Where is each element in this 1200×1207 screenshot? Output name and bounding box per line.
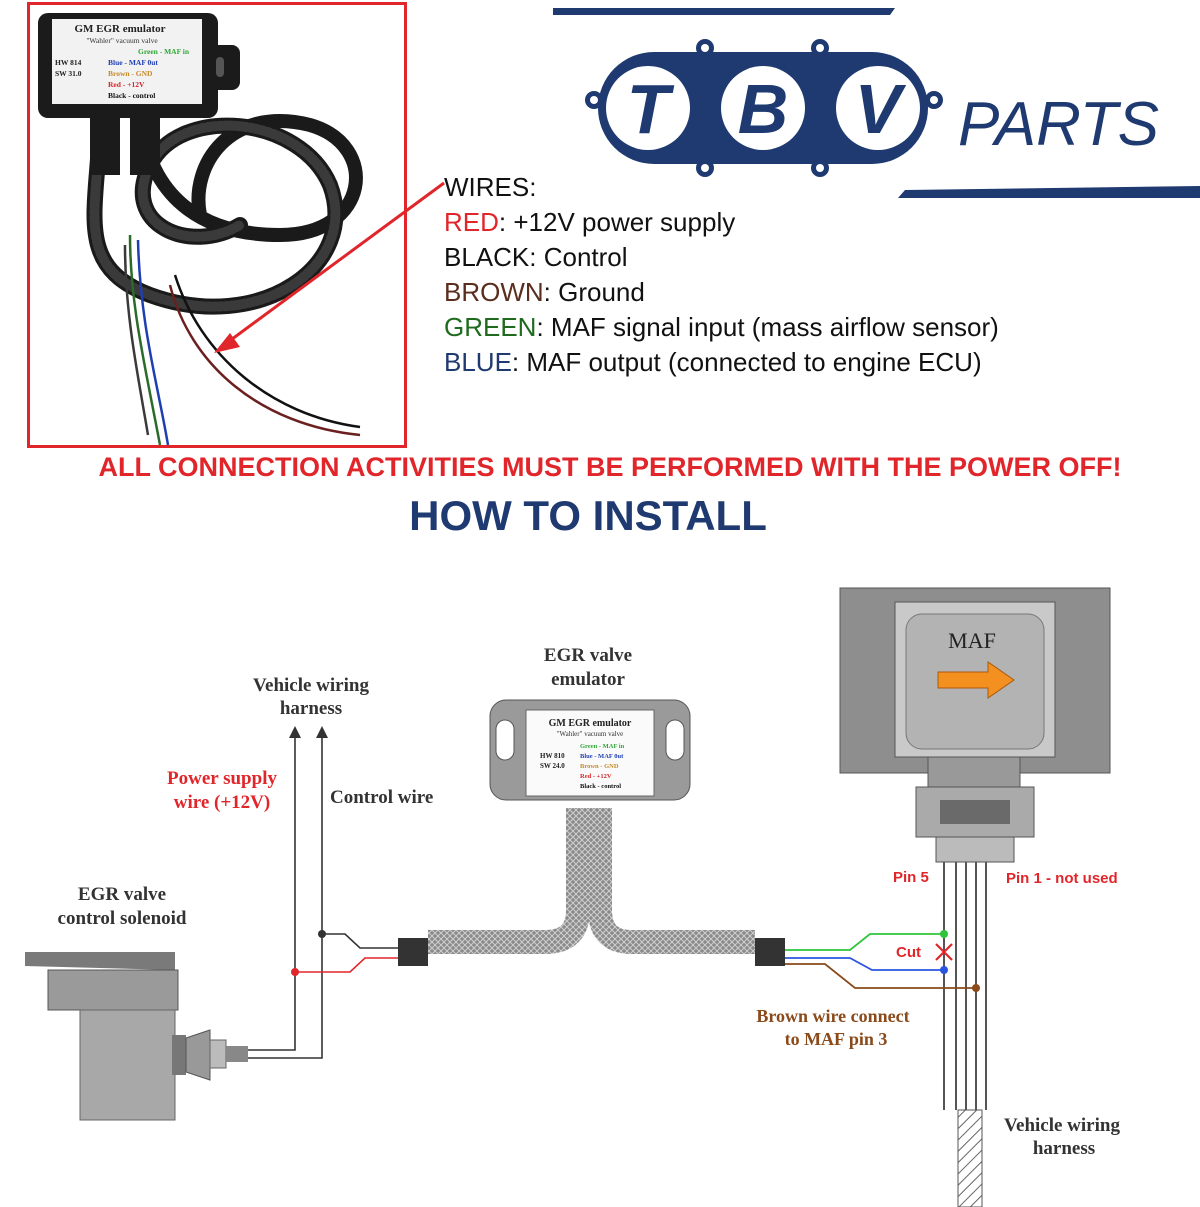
wire-red-name: RED bbox=[444, 207, 499, 237]
photo-sw: SW 31.0 bbox=[55, 69, 82, 78]
installation-diagram: GM EGR emulator "Wahler" vacuum valve HW… bbox=[25, 587, 1120, 1207]
solenoid-label-1: EGR valve bbox=[78, 884, 166, 905]
wire-black: BLACK: Control bbox=[444, 240, 1184, 275]
photo-pin-green: Green - MAF in bbox=[138, 47, 190, 56]
diagram-pin-black: Black - control bbox=[580, 783, 621, 790]
diagram-pin-green: Green - MAF in bbox=[580, 743, 625, 750]
vehicle-harness-bottom-2: harness bbox=[1033, 1138, 1095, 1159]
how-to-install-title: HOW TO INSTALL bbox=[409, 492, 767, 539]
wire-blue-desc: : MAF output (connected to engine ECU) bbox=[511, 347, 982, 377]
diagram-hw: HW 810 bbox=[540, 752, 565, 760]
wire-black-name: BLACK bbox=[444, 242, 530, 272]
wires-heading: WIRES: bbox=[444, 172, 537, 202]
wire-red-desc: : +12V power supply bbox=[498, 207, 736, 237]
egr-emulator-module: GM EGR emulator "Wahler" vacuum valve HW… bbox=[489, 699, 691, 801]
diagram-pin-brown: Brown - GND bbox=[580, 763, 619, 770]
logo-letter-b: B bbox=[738, 70, 789, 148]
wire-red: RED: +12V power supply bbox=[444, 205, 1184, 240]
emulator-label-1: EGR valve bbox=[544, 645, 632, 666]
maf-sensor: MAF bbox=[839, 587, 1111, 863]
photo-module-subtitle: "Wahler" vacuum valve bbox=[86, 36, 158, 45]
diagram-pin-red: Red - +12V bbox=[580, 773, 612, 780]
emulator-label-2: emulator bbox=[551, 669, 625, 690]
logo-word: PARTS bbox=[958, 90, 1159, 159]
diagram-module-title: GM EGR emulator bbox=[549, 718, 632, 729]
photo-pin-black: Black - control bbox=[108, 91, 155, 100]
wire-green-desc: : MAF signal input (mass airflow sensor) bbox=[536, 312, 999, 342]
wire-green: GREEN: MAF signal input (mass airflow se… bbox=[444, 310, 1184, 345]
logo-letter-t: T bbox=[627, 70, 675, 148]
power-off-warning: ALL CONNECTION ACTIVITIES MUST BE PERFOR… bbox=[98, 452, 1122, 482]
control-wire-label: Control wire bbox=[330, 787, 433, 808]
photo-pin-blue: Blue - MAF 0ut bbox=[108, 58, 158, 67]
wire-blue-name: BLUE bbox=[444, 347, 512, 377]
solenoid-label-2: control solenoid bbox=[58, 908, 187, 929]
logo-letter-v: V bbox=[855, 70, 907, 148]
pointer-arrow bbox=[214, 181, 445, 353]
brown-connect-label-1: Brown wire connect bbox=[756, 1006, 909, 1026]
power-supply-label-1: Power supply bbox=[167, 768, 277, 789]
photo-module-title: GM EGR emulator bbox=[74, 23, 165, 35]
pin5-label: Pin 5 bbox=[893, 869, 929, 886]
wire-blue: BLUE: MAF output (connected to engine EC… bbox=[444, 345, 1184, 380]
wire-brown: BROWN: Ground bbox=[444, 275, 1184, 310]
wires-legend: WIRES: RED: +12V power supply BLACK: Con… bbox=[444, 170, 1184, 380]
emulator-photo: GM EGR emulator "Wahler" vacuum valve HW… bbox=[38, 13, 363, 445]
photo-hw: HW 814 bbox=[55, 58, 82, 67]
wire-green-name: GREEN bbox=[444, 312, 537, 342]
photo-pin-red: Red - +12V bbox=[108, 80, 145, 89]
maf-flow-arrow-icon bbox=[937, 661, 1015, 699]
cut-mark-icon bbox=[935, 943, 953, 961]
power-supply-label-2: wire (+12V) bbox=[174, 792, 270, 813]
brown-connect-label-2: to MAF pin 3 bbox=[785, 1029, 888, 1049]
emulator-photo-frame bbox=[27, 2, 407, 448]
pin1-label: Pin 1 - not used bbox=[1006, 870, 1118, 887]
vehicle-harness-top-1: Vehicle wiring bbox=[253, 675, 369, 696]
wire-black-desc: : Control bbox=[529, 242, 628, 272]
wire-brown-name: BROWN bbox=[444, 277, 544, 307]
photo-pin-brown: Brown - GND bbox=[108, 69, 153, 78]
vehicle-harness-top-2: harness bbox=[280, 698, 342, 719]
cut-label: Cut bbox=[896, 944, 921, 961]
diagram-pin-blue: Blue - MAF 0ut bbox=[580, 753, 624, 760]
diagram-module-subtitle: "Wahler" vacuum valve bbox=[557, 730, 624, 738]
wire-brown-desc: : Ground bbox=[543, 277, 645, 307]
vehicle-harness-bottom-1: Vehicle wiring bbox=[1004, 1115, 1120, 1136]
maf-label: MAF bbox=[948, 628, 996, 653]
diagram-sw: SW 24.0 bbox=[540, 762, 565, 770]
egr-solenoid bbox=[25, 952, 248, 1121]
tbv-logo: T B V PARTS bbox=[553, 8, 1200, 198]
